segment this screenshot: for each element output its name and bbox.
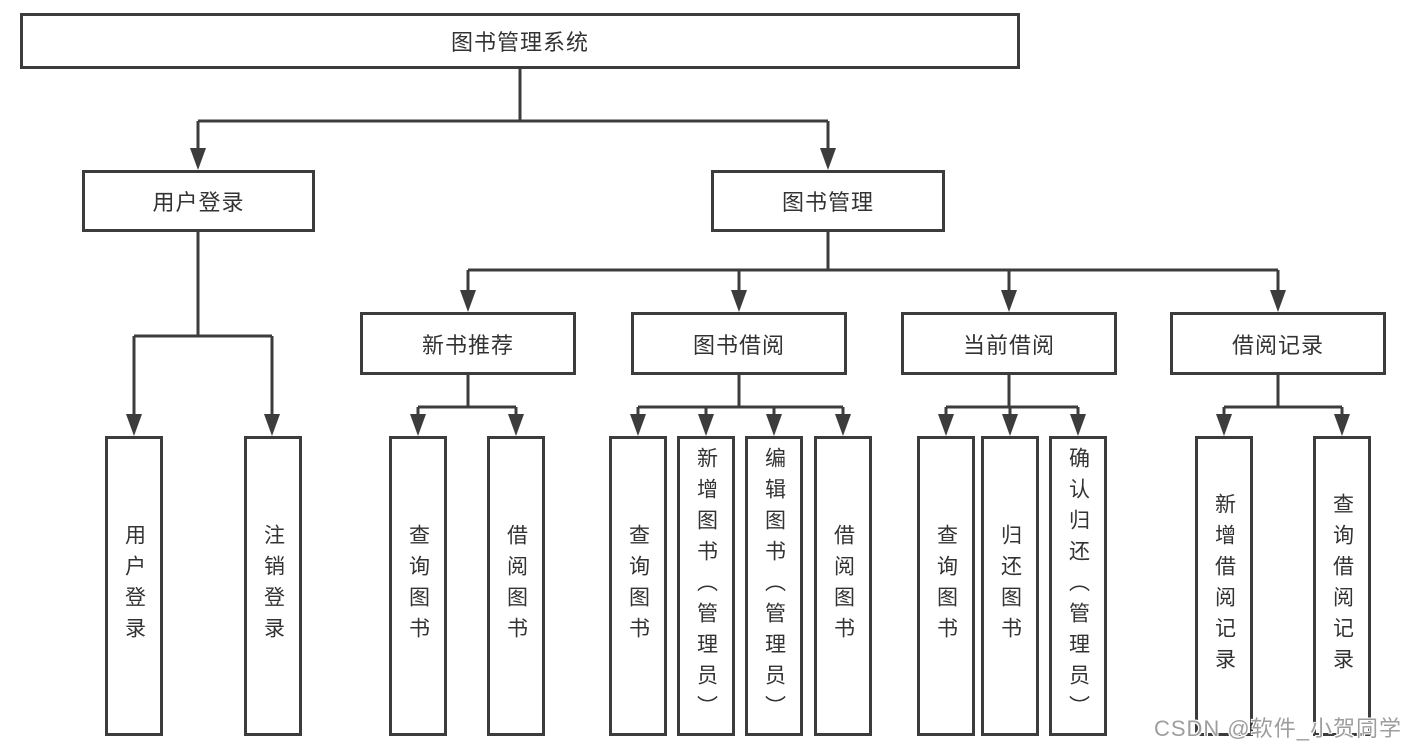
leaf-label: 注销登录 — [261, 524, 285, 648]
node-leaf-records-add: 新增借阅记录 — [1195, 436, 1253, 736]
node-root-label: 图书管理系统 — [450, 30, 589, 55]
node-leaf-bookborrow-borrow: 借阅图书 — [814, 436, 872, 736]
arrowhead-icons — [126, 148, 1350, 436]
node-leaf-bookborrow-query: 查询图书 — [609, 436, 667, 736]
node-leaf-current-query: 查询图书 — [917, 436, 975, 736]
leaf-label: 确认归还（管理员） — [1066, 446, 1090, 726]
node-leaf-newbooks-query: 查询图书 — [389, 436, 447, 736]
node-user-login: 用户登录 — [82, 170, 315, 232]
node-leaf-user-login: 用户登录 — [105, 436, 163, 736]
node-user-login-label: 用户登录 — [152, 190, 245, 215]
csdn-watermark: CSDN @软件_小贺同学 — [1153, 716, 1402, 741]
node-leaf-current-confirm: 确认归还（管理员） — [1049, 436, 1107, 736]
leaf-label: 新增图书（管理员） — [694, 446, 718, 726]
node-book-mgmt-label: 图书管理 — [781, 190, 874, 215]
leaf-label: 用户登录 — [122, 524, 146, 648]
node-root: 图书管理系统 — [20, 13, 1020, 69]
node-book-borrow-label: 图书借阅 — [692, 332, 785, 358]
leaf-label: 借阅图书 — [831, 524, 855, 648]
leaf-label: 借阅图书 — [504, 524, 528, 648]
node-borrow-records-label: 借阅记录 — [1231, 332, 1324, 358]
node-current-borrow-label: 当前借阅 — [962, 332, 1055, 358]
leaf-label: 查询图书 — [934, 524, 958, 648]
leaf-label: 编辑图书（管理员） — [762, 446, 786, 726]
node-leaf-bookborrow-add: 新增图书（管理员） — [677, 436, 735, 736]
node-leaf-current-return: 归还图书 — [981, 436, 1039, 736]
leaf-label: 查询图书 — [626, 524, 650, 648]
node-leaf-bookborrow-edit: 编辑图书（管理员） — [745, 436, 803, 736]
node-leaf-records-query: 查询借阅记录 — [1313, 436, 1371, 736]
node-borrow-records: 借阅记录 — [1170, 312, 1386, 375]
node-new-books: 新书推荐 — [360, 312, 576, 375]
node-book-borrow: 图书借阅 — [631, 312, 847, 375]
node-leaf-newbooks-borrow: 借阅图书 — [487, 436, 545, 736]
node-leaf-logout: 注销登录 — [244, 436, 302, 736]
leaf-label: 查询图书 — [406, 524, 430, 648]
node-current-borrow: 当前借阅 — [901, 312, 1117, 375]
leaf-label: 新增借阅记录 — [1212, 493, 1236, 679]
leaf-label: 归还图书 — [998, 524, 1022, 648]
leaf-label: 查询借阅记录 — [1330, 493, 1354, 679]
node-book-mgmt: 图书管理 — [711, 170, 945, 232]
node-new-books-label: 新书推荐 — [421, 332, 514, 358]
